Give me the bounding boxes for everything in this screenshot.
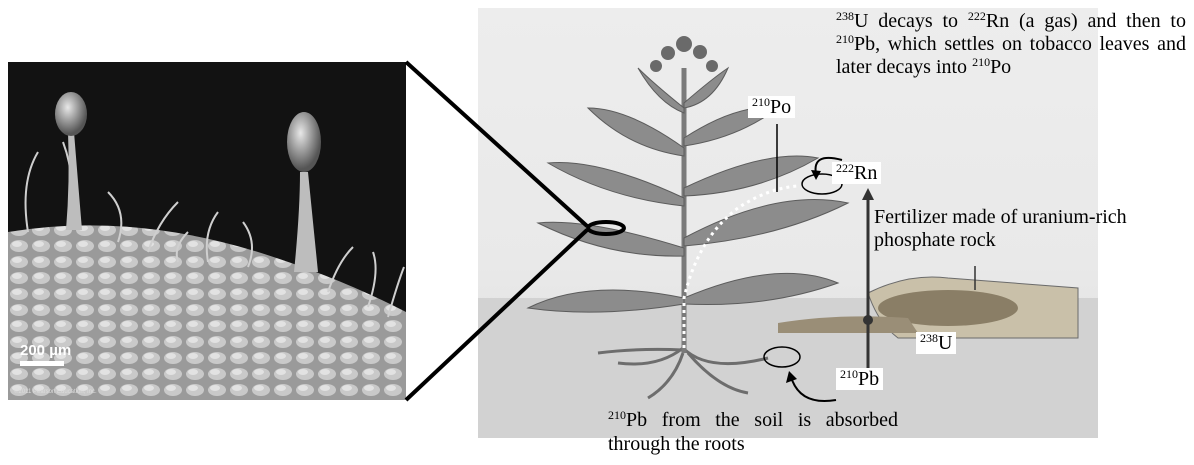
rn222-label: 222Rn bbox=[832, 162, 881, 184]
soil-absorption-label: 210Pb from the soil is absorbed through … bbox=[604, 408, 902, 456]
u-source-dot bbox=[863, 315, 873, 325]
trichome-location-ring bbox=[588, 222, 624, 234]
decay-text-4: Po bbox=[990, 56, 1011, 78]
isotope-mass: 210 bbox=[972, 55, 990, 69]
isotope-mass: 210 bbox=[608, 408, 626, 422]
isotope-mass: 210 bbox=[836, 32, 854, 46]
decay-text-2: Rn (a gas) and then to bbox=[986, 10, 1186, 32]
isotope-mass: 238 bbox=[836, 9, 854, 23]
element-symbol: Rn bbox=[854, 162, 877, 184]
element-symbol: Pb bbox=[858, 368, 879, 390]
element-symbol: Po bbox=[770, 96, 791, 118]
pb-curve-arrow bbox=[791, 377, 836, 401]
pb210-label: 210Pb bbox=[836, 368, 883, 390]
isotope-mass: 210 bbox=[752, 95, 770, 109]
element-symbol: U bbox=[938, 332, 952, 354]
po210-label: 210Po bbox=[748, 96, 795, 118]
isotope-mass: 222 bbox=[968, 9, 986, 23]
isotope-mass: 222 bbox=[836, 161, 854, 175]
zoom-line-top bbox=[406, 62, 587, 226]
zoom-line-bottom bbox=[406, 230, 587, 400]
pb-root-ring bbox=[764, 347, 800, 367]
isotope-mass: 210 bbox=[840, 367, 858, 381]
soil-text: Pb from the soil is absorbed through the… bbox=[608, 409, 898, 455]
decay-text-1: U decays to bbox=[854, 10, 968, 32]
u238-label: 238U bbox=[916, 332, 956, 354]
fertilizer-label: Fertilizer made of uranium-rich phosphat… bbox=[870, 206, 1190, 252]
isotope-mass: 238 bbox=[920, 331, 938, 345]
up-arrowhead bbox=[862, 188, 874, 200]
decay-description: 238U decays to 222Rn (a gas) and then to… bbox=[832, 10, 1190, 79]
